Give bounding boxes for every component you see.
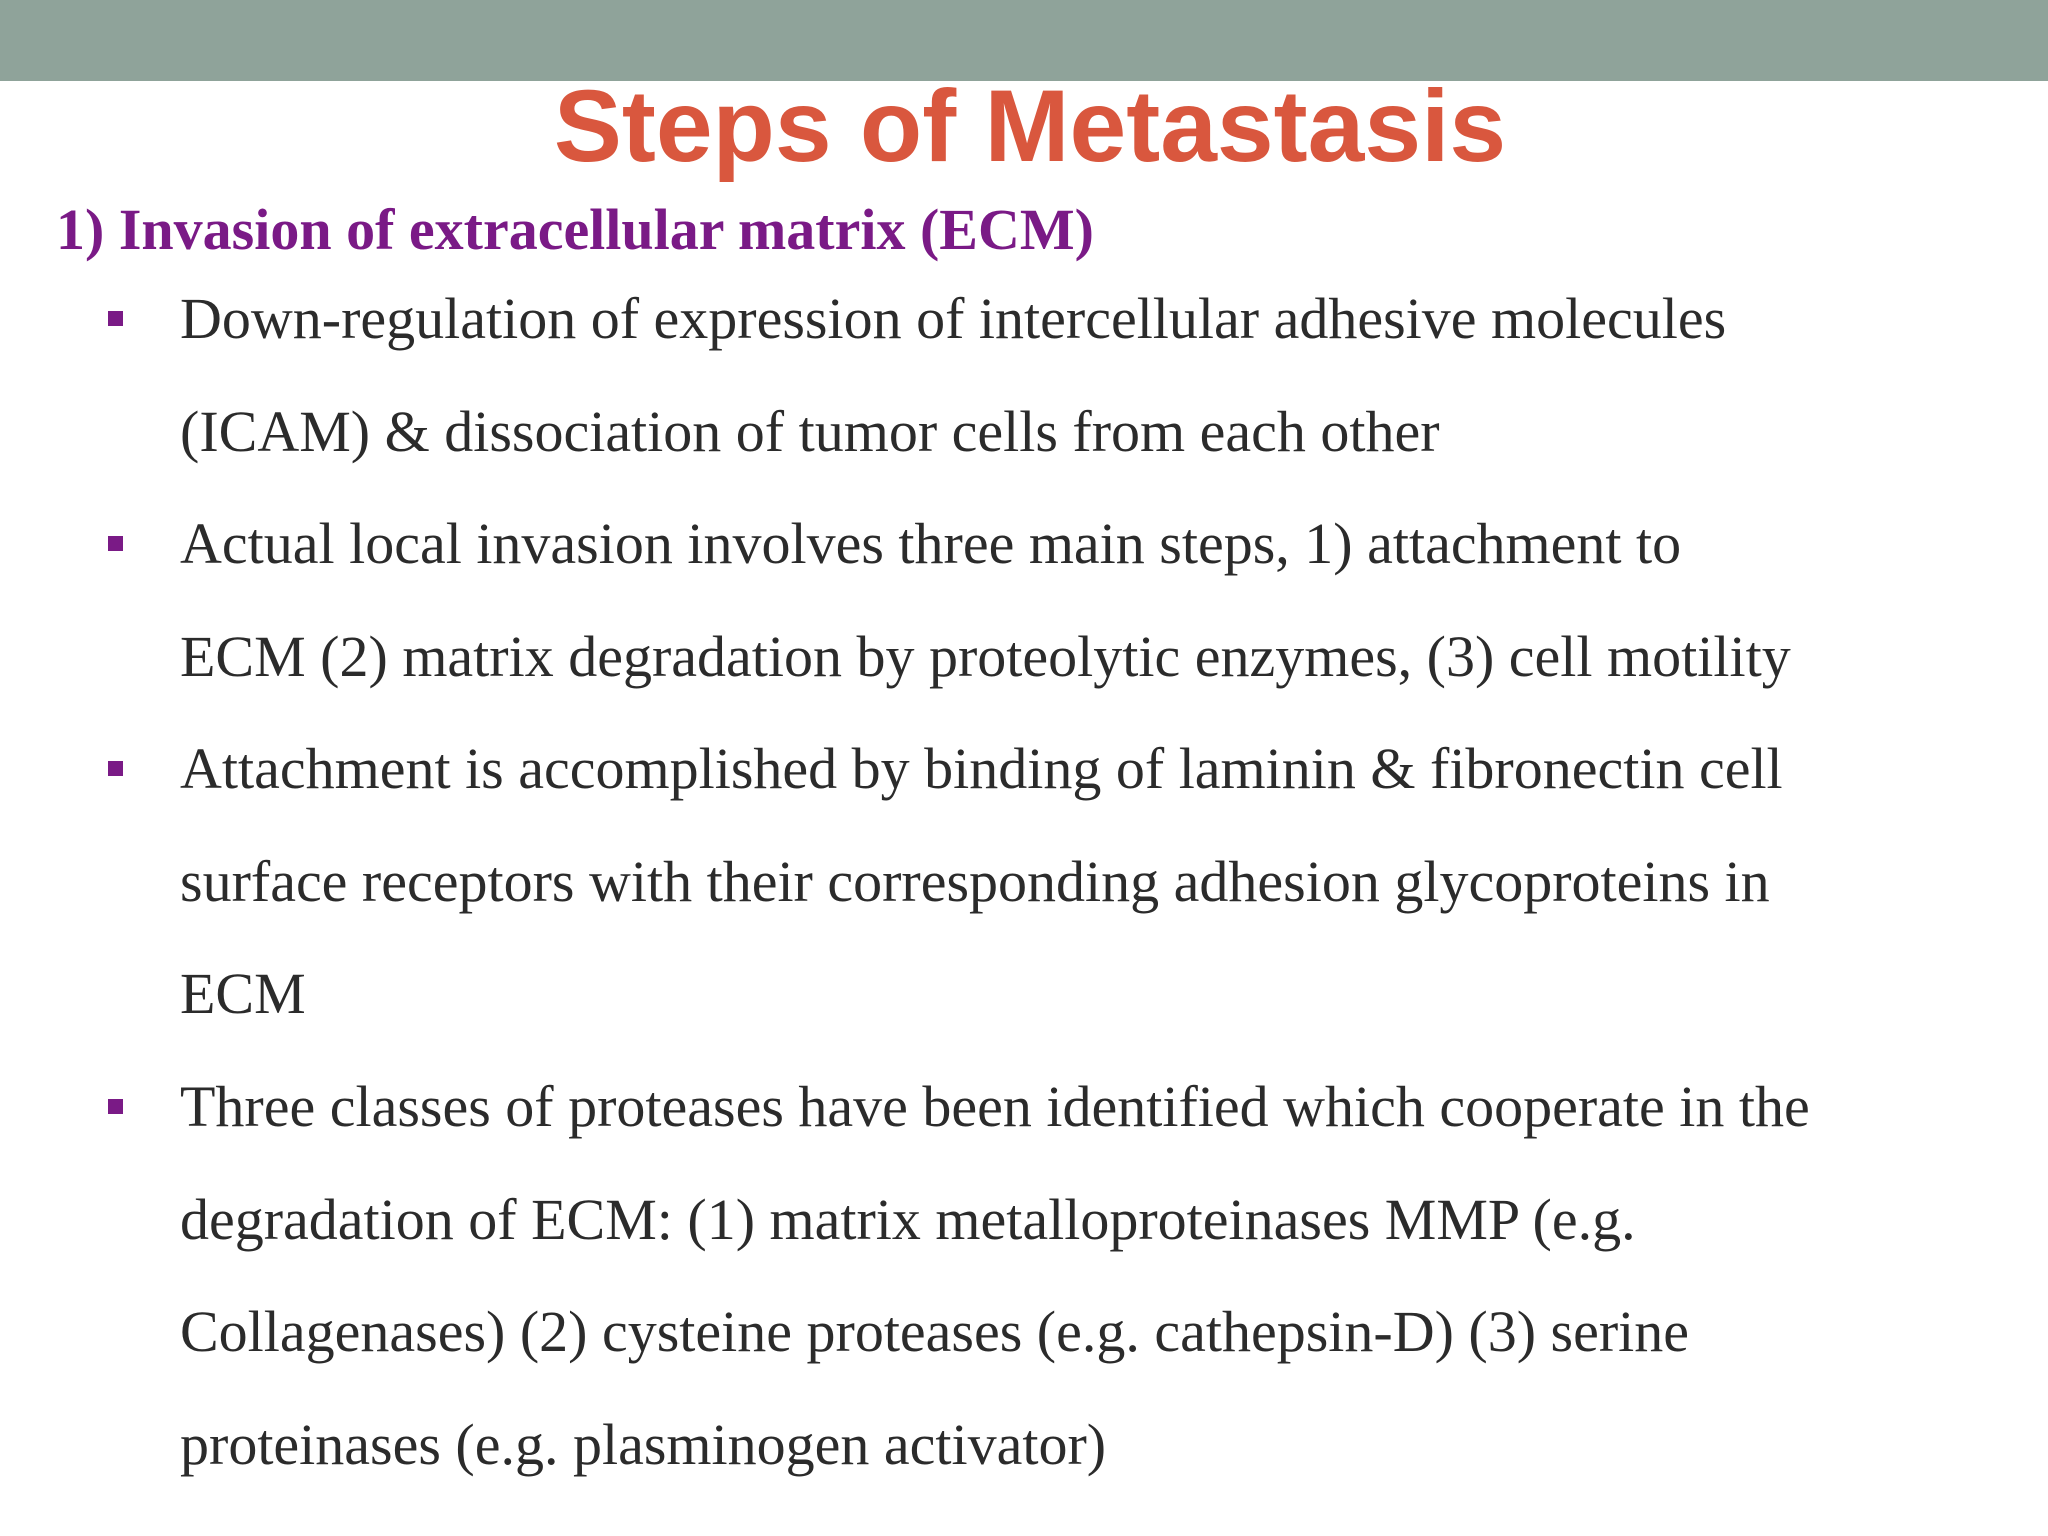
square-bullet-icon <box>108 1099 123 1114</box>
bullet-line: Down-regulation of expression of interce… <box>180 286 1727 351</box>
bullet-item: Three classes of proteases have been ide… <box>108 1051 2010 1501</box>
bullet-line: (ICAM) & dissociation of tumor cells fro… <box>180 398 1440 464</box>
slide-title: Steps of Metastasis <box>553 69 1507 183</box>
square-bullet-icon <box>108 536 123 551</box>
square-bullet-icon <box>108 761 123 776</box>
bullet-line: Actual local invasion involves three mai… <box>180 511 1682 576</box>
bullet-line: ECM (2) matrix degradation by proteolyti… <box>180 623 1791 689</box>
bullet-line: surface receptors with their correspondi… <box>180 848 1770 914</box>
bullet-line: Attachment is accomplished by binding of… <box>180 736 1783 801</box>
bullet-line: Collagenases) (2) cysteine proteases (e.… <box>180 1299 1690 1364</box>
square-bullet-icon <box>108 311 123 326</box>
bullet-line: proteinases (e.g. plasminogen activator) <box>180 1411 1107 1477</box>
bullet-item: Actual local invasion involves three mai… <box>108 488 2010 713</box>
bullet-item: Down-regulation of expression of interce… <box>108 263 2010 488</box>
bullet-line: ECM <box>180 961 306 1026</box>
bullet-item: Attachment is accomplished by binding of… <box>108 713 2010 1051</box>
header-bar <box>0 0 2048 81</box>
section-heading: 1) Invasion of extracellular matrix (ECM… <box>56 197 1094 262</box>
bullet-line: Three classes of proteases have been ide… <box>180 1074 1810 1139</box>
bullet-line: degradation of ECM: (1) matrix metallopr… <box>180 1186 1636 1252</box>
